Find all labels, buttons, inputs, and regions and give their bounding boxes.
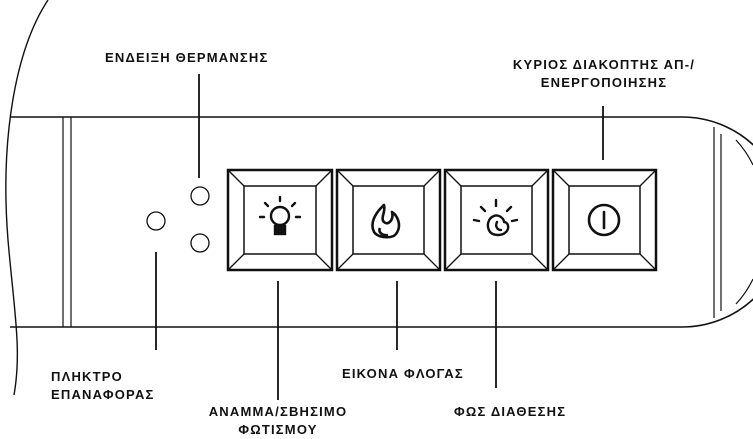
heating-indicator-led-bottom [190,233,210,253]
panel-outline-curve [5,0,49,396]
control-strip [10,116,753,328]
light-line1: ΑΝΑΜΜΑ/ΣΒΗΣΙΜΟ [208,404,348,419]
light-line2: ΦΩΤΙΣΜΟΥ [238,422,318,437]
reset-button[interactable] [146,211,166,231]
mood-light-button[interactable] [443,168,550,272]
light-toggle-label: ΑΝΑΜΜΑ/ΣΒΗΣΙΜΟ ΦΩΤΙΣΜΟΥ [183,403,373,439]
power-button[interactable] [551,168,658,272]
heating-indicator-label: ΕΝΔΕΙΞΗ ΘΕΡΜΑΝΣΗΣ [105,49,269,67]
main-switch-label: ΚΥΡΙΟΣ ΔΙΑΚΟΠΤΗΣ ΑΠ-/ ΕΝΕΡΓΟΠΟΙΗΣΗΣ [509,56,699,92]
mood-light-text: ΦΩΣ ΔΙΑΘΕΣΗΣ [454,404,567,419]
flame-button[interactable] [335,168,442,272]
leader-lines [155,74,604,400]
flame-icon [371,203,401,239]
light-toggle-button[interactable] [226,168,334,272]
reset-line1: ΠΛΗΚΤΡΟ [51,369,123,384]
heating-indicator-text: ΕΝΔΕΙΞΗ ΘΕΡΜΑΝΣΗΣ [105,50,269,65]
main-switch-line2: ΕΝΕΡΓΟΠΟΙΗΣΗΣ [540,75,668,90]
reset-line2: ΕΠΑΝΑΦΟΡΑΣ [51,387,155,402]
flame-label: ΕΙΚΟΝΑ ΦΛΟΓΑΣ [342,365,464,383]
main-switch-line1: ΚΥΡΙΟΣ ΔΙΑΚΟΠΤΗΣ ΑΠ-/ [512,57,696,72]
mood-light-icon [472,198,519,237]
mood-light-label: ΦΩΣ ΔΙΑΘΕΣΗΣ [454,403,566,421]
heating-indicator-led-top [190,186,210,206]
flame-text: ΕΙΚΟΝΑ ΦΛΟΓΑΣ [342,366,464,381]
reset-label: ΠΛΗΚΤΡΟ ΕΠΑΝΑΦΟΡΑΣ [51,368,155,404]
bulb-icon [258,195,302,236]
power-icon [587,203,621,237]
